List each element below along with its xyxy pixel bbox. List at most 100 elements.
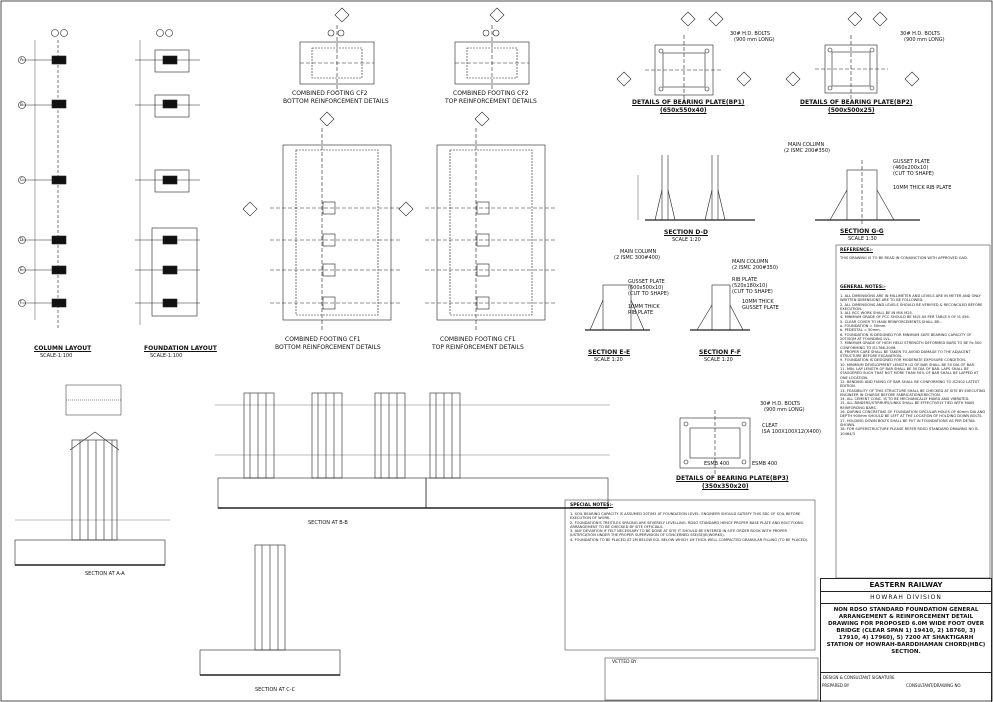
section-dd-drawing: [637, 155, 755, 221]
section-ff-drawing: [690, 284, 750, 331]
special-note-item: 4. FOUNDATION TO BE PLACED AT 2M BELOW E…: [570, 537, 809, 542]
bp1-size: (650x550x40): [660, 107, 707, 114]
bp3-cleat: CLEAT: [762, 423, 778, 429]
general-note-item: 7. MINIMUM GRADE OF HIGH YIELD STRENGTH …: [840, 341, 982, 350]
bp3-dim-a: ESMB 400: [704, 461, 730, 467]
title-block-org: EASTERN RAILWAY: [821, 579, 991, 592]
general-note-item: 17. HOLDING DOWN BOLTS SHALL BE PUT IN F…: [840, 418, 976, 427]
bp3-bolts: 30# H.D. BOLTS: [760, 401, 801, 407]
general-note-item: 5. CLEAR COVER TO MAIN REINFORCEMENTS SH…: [840, 319, 942, 324]
foundation-layout-scale: SCALE-1:100: [150, 353, 183, 359]
section-ff-rib-note: (CUT TO SHAPE): [732, 289, 773, 295]
bp3-title: DETAILS OF BEARING PLATE(BP3): [676, 475, 789, 482]
section-ff-scale: SCALE 1:20: [704, 357, 733, 363]
section-gg-drawing: [815, 160, 920, 225]
section-cc-drawing: [199, 544, 341, 676]
bp3-cleat-size: ISA 100X100X12(X400): [762, 429, 821, 435]
column-layout-title: COLUMN LAYOUT: [34, 345, 92, 352]
bp3-bolt-length: (900 mm LONG): [764, 407, 805, 413]
grid-row-a: A: [20, 57, 23, 62]
general-note-item: 6. FOUNDATION IS DESIGNED FOR MINIMUM SA…: [840, 332, 972, 341]
bp2-bolt-length: (900 mm LONG): [904, 37, 945, 43]
reference-text: THIS DRAWING IS TO BE READ IN CONJUNCTIO…: [840, 256, 968, 260]
general-note-item: 9. FOUNDATION IS DESIGNED FOR MODERATE E…: [840, 358, 967, 363]
section-ff-gusset: 10MM THICK: [742, 299, 774, 305]
section-ee-main-column-size: (2 ISMC 300#400): [614, 255, 660, 261]
section-ee-rib: 10MM THICK: [628, 304, 660, 310]
cf2-top-line1: COMBINED FOOTING CF2: [453, 90, 529, 97]
general-note-item: 14. ALL CEMENT CONC. IS TO BE MECHANICAL…: [840, 397, 970, 402]
section-aa-title: SECTION AT A-A: [85, 571, 125, 577]
bearing-plates-top: [616, 11, 920, 102]
bp3-dim-b: ESMB 400: [752, 461, 778, 467]
general-note-item: 15. ALL BINDERS/STIRRUPS/LINKS SHALL BE …: [840, 401, 974, 410]
section-dd-title: SECTION D-D: [664, 229, 708, 236]
section-ff-rib: RIB PLATE: [732, 277, 758, 283]
general-note-item: 2. ALL DIMENSIONS AND LEVELS SHOULD BE V…: [840, 302, 983, 311]
section-ff-main-column: MAIN COLUMN: [732, 259, 769, 265]
section-gg-main-column: MAIN COLUMN: [788, 142, 825, 148]
title-block-drawing-title: NON RDSO STANDARD FOUNDATION GENERAL ARR…: [826, 607, 986, 655]
general-note-item: b. PEDESTAL = 50mm.: [840, 328, 881, 333]
bp3-drawing: [679, 410, 751, 475]
section-ee-gusset-size: (600x500x10): [628, 285, 664, 291]
cf2-bottom-line2: BOTTOM REINFORCEMENT DETAILS: [283, 98, 389, 105]
section-ee-gusset-note: (CUT TO SHAPE): [628, 291, 669, 297]
general-notes-list: 1. ALL DIMENSIONS ARE IN MILLIMETER AND …: [840, 294, 986, 436]
section-gg-main-column-size: (2 ISMC 200#350): [784, 148, 830, 154]
section-ee-rib2: RIB PLATE: [628, 310, 654, 316]
foundation-layout-plan: [135, 29, 200, 325]
general-note-item: 12. BENDING AND FIXING OF BAR SHALL BE C…: [840, 379, 980, 389]
cf2-top-line2: TOP REINFORCEMENT DETAILS: [445, 98, 537, 105]
column-layout-scale: SCALE-1:100: [40, 353, 73, 359]
foundation-layout-title: FOUNDATION LAYOUT: [144, 345, 217, 352]
section-bb-title: SECTION AT B-B: [308, 520, 348, 526]
general-note-item: 1. ALL DIMENSIONS ARE IN MILLIMETER AND …: [840, 294, 981, 303]
section-ee-scale: SCALE 1:20: [594, 357, 623, 363]
grid-row-b: B: [20, 102, 23, 107]
title-block-design-consultant: DESIGN & CONSULTANT SIGNATURE: [821, 672, 991, 682]
column-layout-plan: [18, 29, 68, 330]
cf2-plans: [299, 7, 530, 92]
section-ee-gusset: GUSSET PLATE: [628, 279, 665, 285]
section-bb-drawing: [215, 392, 610, 509]
consultant-drawing-no: CONSULTANT/DRAWING NO.: [906, 683, 962, 688]
section-cc-title: SECTION AT C-C: [255, 687, 296, 693]
cf1-bottom-line2: BOTTOM REINFORCEMENT DETAILS: [275, 344, 381, 351]
general-note-item: 4. MINIMUM GRADE OF PCC SHOULD BE M15 AS…: [840, 315, 970, 320]
bp1-bolt-length: (900 mm LONG): [734, 37, 775, 43]
bp2-bolts: 30# H.D. BOLTS: [900, 31, 941, 37]
section-gg-gusset-size: (460x200x10): [893, 165, 929, 171]
general-note-item: 10. MINIMUM DEVELOPMENT LENGTH LD OF BAR…: [840, 362, 976, 367]
section-ff-rib-size: (520x180x10): [732, 283, 768, 289]
section-dd-scale: SCALE 1:20: [672, 237, 701, 243]
section-ff-gusset2: GUSSET PLATE: [742, 305, 779, 311]
section-ff-main-column-size: (2 ISMC 200#350): [732, 265, 778, 271]
reference-title: REFERENCE:-: [840, 248, 874, 253]
bp1-title: DETAILS OF BEARING PLATE(BP1): [632, 99, 745, 106]
general-note-item: 8. PROPER CARE SHALL BE TAKEN TO AVOID D…: [840, 349, 971, 359]
title-block-division: HOWRAH DIVISION: [821, 592, 991, 604]
section-ff-title: SECTION F-F: [699, 349, 741, 356]
cf1-plans: [242, 111, 555, 330]
cf2-bottom-line1: COMBINED FOOTING CF2: [292, 90, 368, 97]
bp3-size: (350x350x20): [702, 483, 749, 490]
special-notes-list: 1. SOIL BEARING CAPACITY IS ASSUMED 20T/…: [570, 512, 810, 542]
cf1-top-line1: COMBINED FOOTING CF1: [440, 336, 516, 343]
bp2-size: (500x500x25): [828, 107, 875, 114]
section-gg-title: SECTION G-G: [840, 228, 884, 235]
grid-row-c: C: [20, 177, 23, 182]
grid-row-f: F: [20, 300, 23, 305]
general-note-item: 3. ALL RCC WORK SHALL BE IN MIX M25.: [840, 311, 913, 316]
section-gg-gusset: GUSSET PLATE: [893, 159, 930, 165]
bp2-title: DETAILS OF BEARING PLATE(BP2): [800, 99, 913, 106]
cf1-bottom-line1: COMBINED FOOTING CF1: [285, 336, 361, 343]
general-note-item: 11. MIN. LAP LENGTH OF BAR SHALL BE 50 D…: [840, 367, 979, 380]
cf1-top-line2: TOP REINFORCEMENT DETAILS: [432, 344, 524, 351]
prepared-by-label: PREPARED BY: [822, 683, 850, 688]
section-gg-rib: 10MM THICK RIB PLATE: [893, 185, 952, 191]
special-note-item: 3. ANY DEVIATION IF FELT NECESSARY TO BE…: [570, 529, 788, 538]
section-ee-drawing: [585, 284, 650, 331]
